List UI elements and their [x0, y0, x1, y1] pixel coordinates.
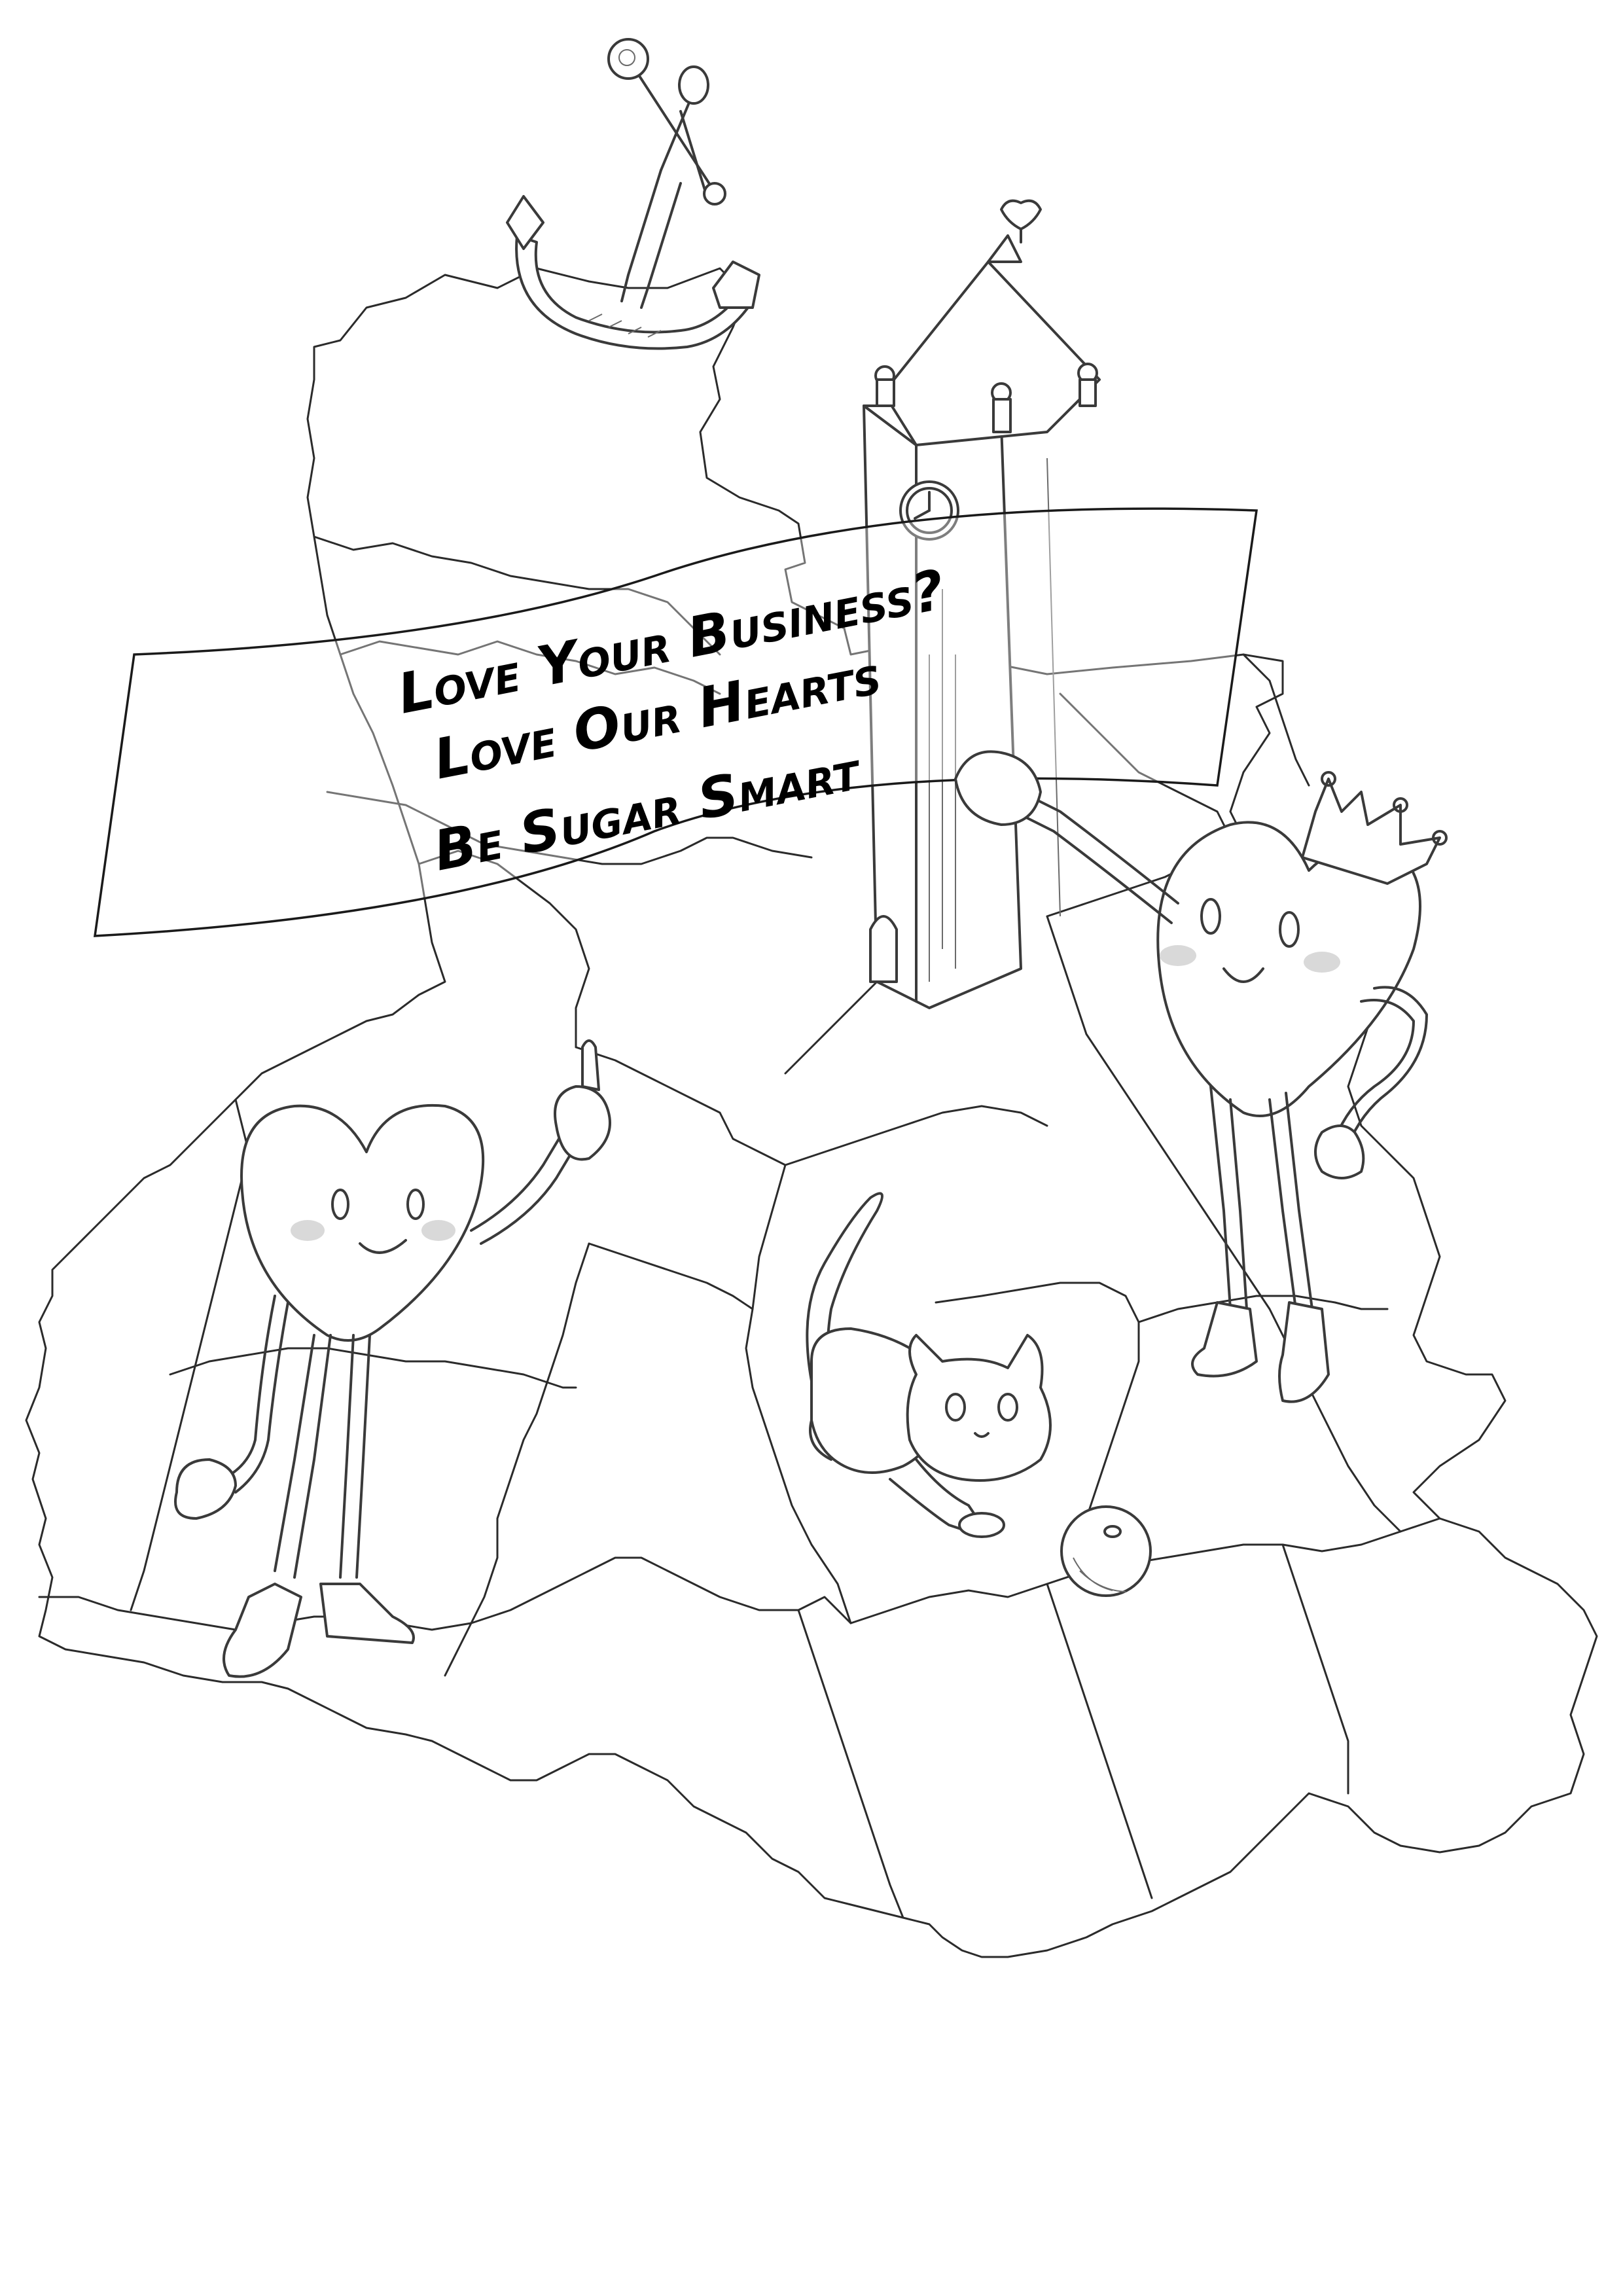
district-boundary	[339, 640, 721, 695]
district-boundary	[470, 1556, 852, 1624]
thumbs-up-hand	[554, 1085, 611, 1161]
district-boundary	[745, 1164, 852, 1624]
district-boundary	[1046, 915, 1402, 1533]
district-boundary	[1242, 653, 1310, 787]
district-boundary	[169, 1347, 577, 1389]
heart-character-left	[174, 1039, 611, 1678]
banner-ribbon	[93, 507, 1258, 937]
cat-character	[806, 1192, 1152, 1597]
clock-tower-icon	[863, 199, 1101, 1009]
district-boundary	[313, 535, 721, 656]
district-map	[25, 267, 1598, 1958]
slogan-banner: Love Your Business? Love Our Hearts Be S…	[93, 507, 1258, 937]
left-shoe	[1191, 1301, 1258, 1378]
district-boundary	[1059, 692, 1232, 839]
anchor-icon	[506, 38, 760, 350]
hand-on-hip	[1314, 1124, 1365, 1179]
district-boundary	[1137, 1295, 1389, 1323]
district-boundary	[130, 1098, 250, 1611]
district-boundary	[444, 1242, 590, 1677]
heart-character-right	[954, 750, 1448, 1403]
district-boundary	[784, 1105, 1048, 1166]
right-shoe	[319, 1583, 415, 1644]
district-boundary	[1281, 1543, 1349, 1795]
district-boundary	[1046, 1583, 1153, 1899]
ball-icon	[1060, 1505, 1152, 1597]
district-boundary	[418, 850, 590, 1049]
waving-hand	[174, 1458, 237, 1520]
district-boundary	[575, 1046, 787, 1166]
left-shoe	[223, 1583, 302, 1678]
district-boundary	[588, 1242, 754, 1310]
right-shoe	[1278, 1301, 1330, 1403]
district-boundary	[797, 1609, 904, 1919]
district-boundary	[326, 791, 813, 865]
map-outline	[25, 267, 1598, 1958]
waving-hand	[954, 750, 1042, 826]
heart-character-icon	[240, 1103, 485, 1342]
